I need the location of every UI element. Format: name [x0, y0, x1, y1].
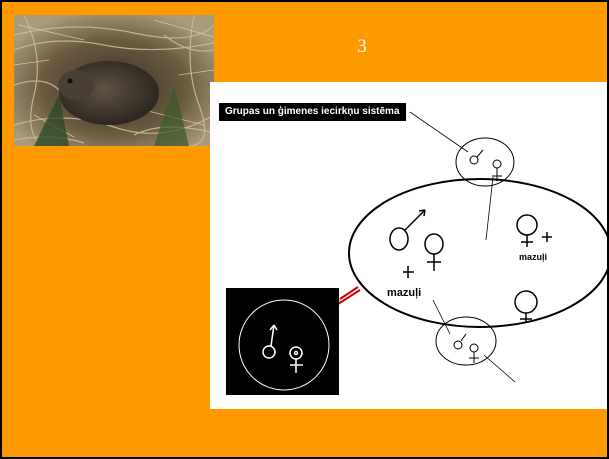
upper-family-territory — [455, 137, 515, 187]
vole-in-grass-nest-photo — [14, 15, 214, 146]
offspring-label-right: mazuļi — [519, 252, 548, 262]
upper-family-symbols — [469, 149, 502, 181]
diagram-title: Grupas un ģimenes iecirkņu sistēma — [219, 103, 406, 121]
family-inset — [226, 288, 339, 395]
offspring-label-main: mazuļi — [387, 287, 422, 299]
lower-family-symbols — [453, 333, 479, 363]
diagram-canvas: Grupas un ģimenes iecirkņu sistēma mazuļ… — [210, 82, 607, 409]
family-inset-drawing — [238, 299, 330, 391]
vole-photo — [14, 15, 214, 146]
red-connector — [337, 286, 361, 305]
slide-number: 3 — [357, 36, 367, 57]
lower-family-territory — [435, 316, 497, 366]
group-territory-ellipse — [348, 178, 607, 328]
group-symbols — [389, 209, 552, 323]
